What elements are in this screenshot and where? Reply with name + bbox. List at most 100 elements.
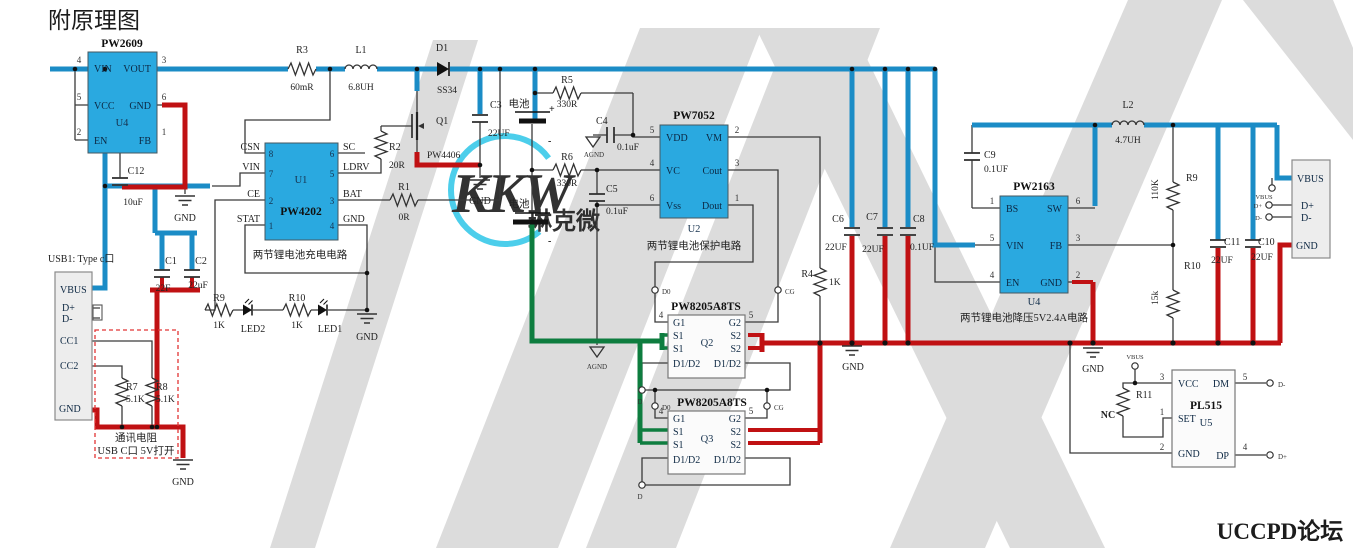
pl515-pad-dp: D+ (1278, 453, 1287, 461)
resistor-r4-symbol (813, 267, 827, 297)
c3-val: 22UF (488, 129, 510, 139)
q3-d0-label: D0 (662, 404, 671, 412)
pw4202-part-label: PW4202 (280, 206, 322, 218)
gnd-symbol-u4a (174, 195, 196, 206)
c8-ref: C8 (913, 214, 925, 225)
r9-fb-ref: R9 (1186, 173, 1198, 184)
junction-dots (72, 66, 1256, 430)
pw2163-caption: 两节锂电池降压5V2.4A电路 (960, 311, 1089, 324)
ic-q3-box (667, 410, 746, 475)
q1-ref: Q1 (436, 116, 448, 127)
q2-ref: Q2 (701, 338, 714, 349)
q3-num-g2: 5 (749, 406, 754, 416)
testpoint-cg-q3 (763, 402, 771, 410)
agnd-label-c4: AGND (584, 151, 604, 159)
pw7052-part-label: PW7052 (673, 110, 715, 122)
ic-pw2609-box (87, 51, 158, 154)
kkw-logo-swoosh (448, 133, 562, 247)
pl515-pad-dm: D- (1278, 381, 1286, 389)
kkw-logo-watermark: KKW 琳克微 (448, 133, 600, 247)
c4-val: 0.1uF (617, 143, 639, 153)
pw4202-num-csn: 8 (269, 149, 274, 159)
pw2163-pin-gnd: GND (1040, 278, 1062, 289)
q2-num-g2: 5 (749, 310, 754, 320)
led1-symbol (317, 298, 329, 317)
testpoint-vbus-pl515 (1131, 362, 1139, 370)
pw2609-part-label: PW2609 (101, 38, 143, 50)
q1-val: PW4406 (427, 151, 461, 161)
d1-ref: D1 (436, 43, 448, 54)
r8-val: 5.1K (156, 395, 175, 405)
pw7052-pin-vss: Vss (666, 201, 681, 212)
c5-val: 0.1uF (606, 207, 628, 217)
usb1-pin-cc1: CC1 (60, 336, 78, 347)
testpoint-vbus-out (1268, 184, 1276, 192)
ic-pw2163-box (999, 195, 1069, 294)
q2-num-g1: 4 (659, 310, 664, 320)
pw4202-num-sc: 6 (330, 149, 335, 159)
pw7052-pin-vc: VC (666, 166, 680, 177)
pw2609-pin-vin: VIN (94, 64, 112, 75)
c4-ref: C4 (596, 116, 608, 127)
pw7052-caption: 两节锂电池保护电路 (647, 239, 742, 252)
resistor-r5-symbol (552, 86, 582, 100)
resistor-r10-led-symbol (282, 303, 312, 317)
c3-ref: C3 (490, 100, 502, 111)
q3-pin-g1: G1 (673, 414, 685, 425)
r2-val: 20R (389, 161, 406, 171)
r8-ref: R8 (156, 382, 168, 393)
pw4202-pin-csn: CSN (241, 142, 260, 153)
battery1-minus: - (548, 136, 551, 147)
pw4202-pin-vin: VIN (242, 162, 260, 173)
battery1-plus: + (549, 104, 555, 115)
c2-val: 22uF (188, 281, 208, 291)
r9-led-val: 1K (213, 321, 225, 331)
nc-label: NC (1101, 410, 1115, 421)
pw2163-pin-bs: BS (1006, 204, 1018, 215)
pl515-pin-dm: DM (1213, 379, 1229, 390)
pw2163-part-label: PW2163 (1013, 181, 1055, 193)
gnd-label-u1: GND (356, 332, 378, 343)
pl515-num-set: 1 (1160, 407, 1165, 417)
pw2609-pin-gnd: GND (129, 101, 151, 112)
pw2163-num-en: 4 (990, 270, 995, 280)
r10-fb-val: 15k (1151, 291, 1161, 306)
ic-q2-box (667, 314, 746, 379)
c5-ref: C5 (606, 184, 618, 195)
q3-cg-label: CG (774, 404, 784, 412)
resistor-r2-symbol (374, 130, 388, 160)
resistor-r9-fb-symbol (1166, 181, 1180, 211)
battery2-label: 电池 (509, 197, 530, 210)
usbout-pin-dp: D+ (1301, 201, 1314, 212)
pl515-num-dm: 5 (1243, 372, 1248, 382)
pw7052-num-vm: 2 (735, 125, 740, 135)
pw2609-pin-en: EN (94, 136, 107, 147)
capacitor-c2-symbol (183, 269, 201, 278)
pw4202-ref: U1 (295, 175, 308, 186)
r10-led-ref: R10 (289, 293, 306, 304)
pad-dm-pl515 (1266, 379, 1274, 387)
pl515-pin-dp: DP (1216, 451, 1229, 462)
inductor-l1-symbol (344, 64, 378, 70)
l2-ref: L2 (1122, 100, 1133, 111)
component-symbols (111, 61, 1276, 489)
r7-ref: R7 (126, 382, 138, 393)
q3-d-label: D (637, 493, 642, 501)
l1-ref: L1 (355, 45, 366, 56)
ic-pl515-box (1171, 369, 1236, 468)
pw2163-num-vin: 5 (990, 233, 995, 243)
pw7052-pin-vdd: VDD (666, 133, 688, 144)
q2-pin-d12l: D1/D2 (673, 359, 700, 370)
pl515-num-vcc: 3 (1160, 372, 1165, 382)
d1-val: SS34 (437, 86, 457, 96)
pw7052-num-vc: 4 (650, 158, 655, 168)
pw2609-pin-vcc: VCC (94, 101, 115, 112)
pw2163-num-bs: 1 (990, 196, 995, 206)
gnd-symbol-usb (172, 459, 194, 470)
q3-pin-d12r: D1/D2 (714, 455, 741, 466)
pl515-num-dp: 4 (1243, 442, 1248, 452)
c7-ref: C7 (866, 212, 878, 223)
gnd-label-c3: GND (469, 196, 491, 207)
pw4202-pin-gnd: GND (343, 214, 365, 225)
c12-val: 10uF (123, 198, 143, 208)
